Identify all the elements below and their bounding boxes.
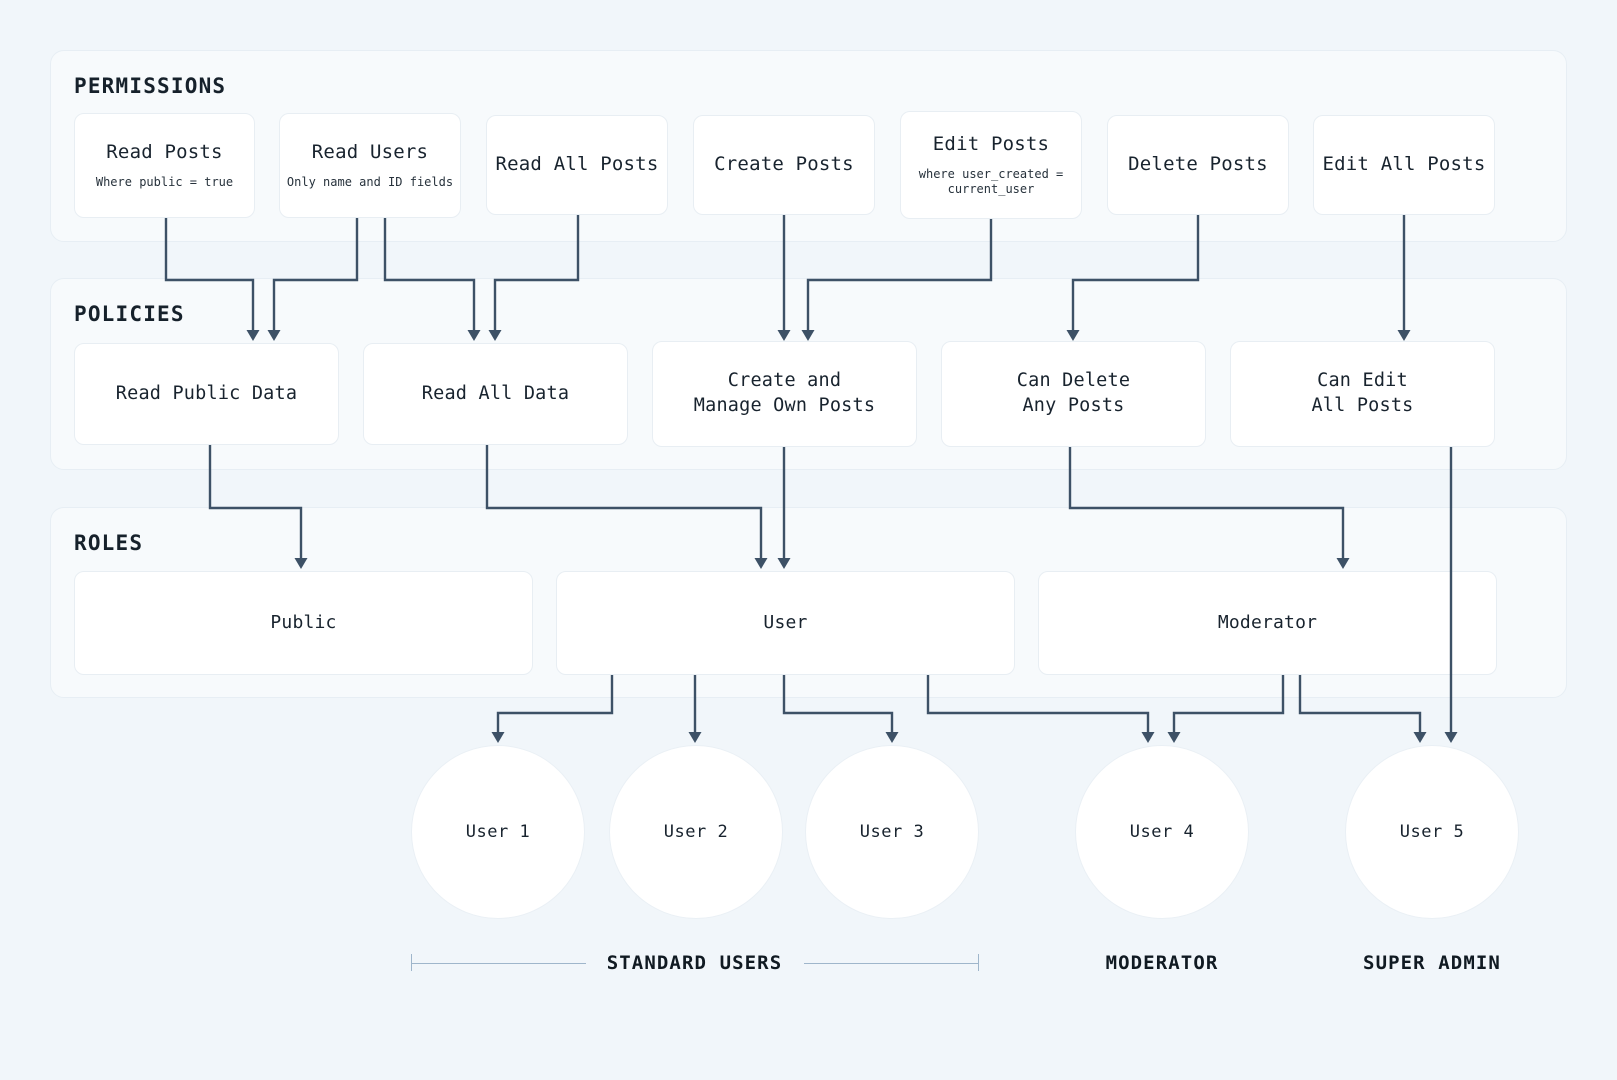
permission-node-edit-all-posts[interactable]: Edit All Posts — [1313, 115, 1495, 215]
bracket-line-left — [411, 963, 586, 964]
permission-title: Read All Posts — [495, 153, 659, 176]
section-title-roles: ROLES — [74, 531, 144, 555]
user-circle-3[interactable]: User 3 — [805, 745, 979, 919]
permission-node-read-users[interactable]: Read Users Only name and ID fields — [279, 113, 461, 218]
permission-node-read-posts[interactable]: Read Posts Where public = true — [74, 113, 255, 218]
group-label-super-admin: SUPER ADMIN — [1363, 952, 1501, 974]
permission-subtitle: Where public = true — [95, 175, 234, 190]
bracket-tick-left — [411, 954, 412, 971]
policy-title: Read Public Data — [115, 382, 298, 404]
role-node-moderator[interactable]: Moderator — [1038, 571, 1497, 675]
policy-title: Can Delete Any Posts — [1016, 370, 1131, 416]
permission-title: Edit Posts — [932, 133, 1050, 156]
bracket-line-right — [804, 963, 979, 964]
permission-title: Create Posts — [714, 153, 854, 176]
policy-node-can-edit-all-posts[interactable]: Can Edit All Posts — [1230, 341, 1495, 447]
permission-node-read-all-posts[interactable]: Read All Posts — [486, 115, 668, 215]
role-node-public[interactable]: Public — [74, 571, 533, 675]
role-title: Moderator — [1217, 611, 1318, 633]
permission-subtitle: Only name and ID fields — [286, 175, 454, 190]
permission-title: Edit All Posts — [1322, 153, 1486, 176]
policy-node-can-delete-any-posts[interactable]: Can Delete Any Posts — [941, 341, 1206, 447]
permission-title: Read Posts — [106, 141, 223, 164]
policy-title: Can Edit All Posts — [1311, 370, 1414, 416]
user-circle-5[interactable]: User 5 — [1345, 745, 1519, 919]
policy-node-read-all-data[interactable]: Read All Data — [363, 343, 628, 445]
user-label: User 1 — [465, 822, 531, 842]
role-title: User — [763, 611, 808, 633]
permission-title: Read Users — [311, 141, 429, 164]
section-title-permissions: PERMISSIONS — [74, 74, 227, 98]
group-label-standard-users: STANDARD USERS — [606, 952, 783, 974]
permission-node-create-posts[interactable]: Create Posts — [693, 115, 875, 215]
permission-subtitle: where user_created = current_user — [918, 166, 1064, 197]
role-node-user[interactable]: User — [556, 571, 1015, 675]
policy-title: Read All Data — [421, 382, 570, 404]
section-title-policies: POLICIES — [74, 302, 185, 326]
group-label-moderator: MODERATOR — [1105, 952, 1219, 974]
permission-node-delete-posts[interactable]: Delete Posts — [1107, 115, 1289, 215]
user-circle-2[interactable]: User 2 — [609, 745, 783, 919]
policy-node-read-public-data[interactable]: Read Public Data — [74, 343, 339, 445]
user-label: User 2 — [663, 822, 729, 842]
policy-title: Create and Manage Own Posts — [693, 370, 876, 416]
user-label: User 4 — [1129, 822, 1195, 842]
bracket-tick-right — [978, 954, 979, 971]
user-label: User 3 — [859, 822, 925, 842]
role-title: Public — [270, 611, 337, 633]
user-circle-1[interactable]: User 1 — [411, 745, 585, 919]
user-circle-4[interactable]: User 4 — [1075, 745, 1249, 919]
permission-title: Delete Posts — [1128, 153, 1268, 176]
permission-node-edit-posts[interactable]: Edit Posts where user_created = current_… — [900, 111, 1082, 219]
policy-node-create-manage-own-posts[interactable]: Create and Manage Own Posts — [652, 341, 917, 447]
user-label: User 5 — [1399, 822, 1465, 842]
